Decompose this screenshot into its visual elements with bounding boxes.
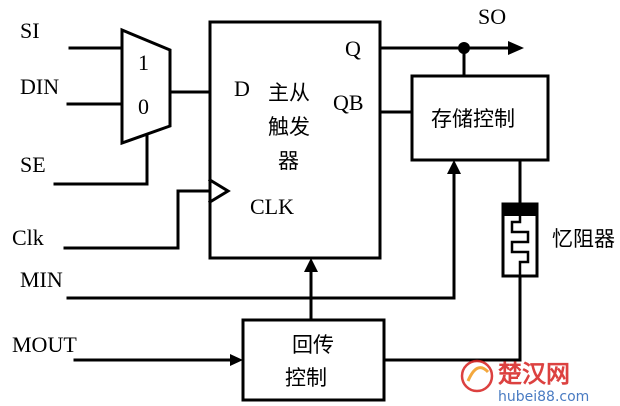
se-label: SE: [20, 152, 46, 177]
d-label: D: [234, 76, 250, 101]
flipflop-title-line1: 主从: [268, 81, 310, 105]
feedback-control-line1: 回传: [292, 333, 334, 357]
flipflop-title-line2: 触发: [268, 115, 310, 139]
se-wire: [53, 126, 149, 186]
q-label: Q: [345, 36, 361, 61]
flip-flop-box: [208, 20, 382, 260]
memristor-zigzag: [510, 214, 530, 278]
ff-input-arrow-icon: [304, 258, 318, 272]
min-wire: [66, 166, 456, 300]
watermark-logo-swoosh-icon: [466, 366, 490, 382]
memristor-band: [503, 204, 537, 216]
mux-in0-label: 0: [138, 94, 149, 119]
storage-control-label: 存储控制: [431, 107, 515, 131]
clk-pin-label: CLK: [250, 194, 294, 219]
mout-label: MOUT: [12, 332, 77, 357]
clock-triangle-icon: [207, 177, 231, 205]
mux-in1-label: 1: [138, 50, 149, 75]
multiplexer: [120, 27, 172, 146]
feedback-control-line2: 控制: [285, 366, 327, 390]
clk-wire: [63, 189, 212, 250]
so-arrow-icon: [508, 41, 524, 55]
watermark-brand: 楚汉网: [498, 360, 570, 388]
storage-input-arrow-icon: [447, 160, 461, 174]
qb-label: QB: [333, 90, 364, 115]
watermark-logo-icon: [460, 359, 494, 393]
memristor-label: 忆阻器: [552, 227, 615, 251]
so-label: SO: [478, 4, 506, 29]
watermark-url: hubei88.com: [498, 389, 589, 405]
watermark: 楚汉网 hubei88.com: [460, 359, 589, 405]
si-label: SI: [20, 18, 40, 43]
feedback-control-box: [241, 318, 386, 402]
storage-control-box: [410, 74, 550, 162]
mout-arrow-icon: [230, 354, 243, 366]
flipflop-title-line3: 器: [278, 149, 299, 173]
din-label: DIN: [20, 74, 59, 99]
clk-label: Clk: [12, 225, 44, 250]
min-label: MIN: [20, 267, 63, 292]
